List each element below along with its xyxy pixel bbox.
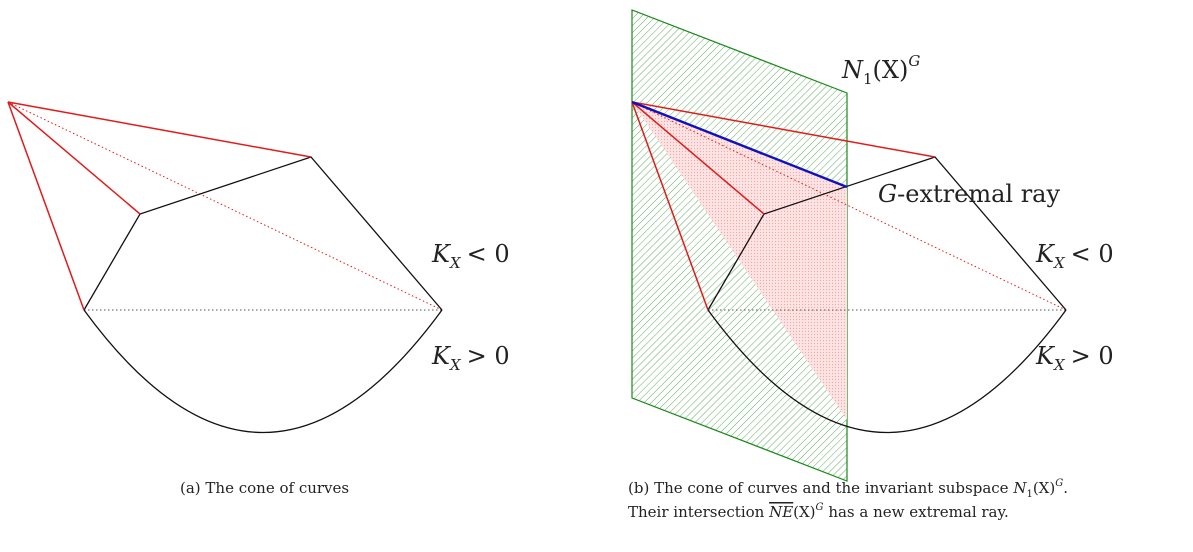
- panel-b-caption-line1: (b) The cone of curves and the invariant…: [628, 478, 1068, 500]
- intersection-region: [632, 102, 847, 420]
- cone-b-red-ray-1: [631, 101, 709, 311]
- panel-a-pos-label: KX> 0: [431, 342, 510, 374]
- g-extremal-ray: [631, 100, 848, 189]
- panel-a-caption: (a) The cone of curves: [180, 479, 349, 497]
- cone-b-black-edges: [707, 156, 1067, 311]
- panel-a-neg-label: KX< 0: [431, 240, 510, 272]
- cone-a-red-ray-3: [7, 101, 312, 158]
- panel-b: N1(X)G G-extremal ray KX< 0 KX> 0 (b) Th…: [628, 9, 1114, 521]
- cone-a-red-dotted: [7, 101, 443, 311]
- cone-b-red-ray-3: [631, 101, 936, 158]
- cone-b-red-dotted: [631, 101, 1067, 311]
- panel-b-pos-label: KX> 0: [1035, 342, 1114, 374]
- cone-a-red-ray-2: [7, 101, 141, 215]
- panel-b-neg-label: KX< 0: [1035, 240, 1114, 272]
- panel-a: KX< 0 KX> 0 (a) The cone of curves: [7, 101, 510, 497]
- extremal-ray-label: G-extremal ray: [878, 180, 1060, 208]
- cone-b-arc: [707, 309, 1067, 433]
- cone-a-black-edges: [83, 156, 443, 311]
- cone-b-red-ray-2: [631, 101, 765, 215]
- panel-b-caption-line2: Their intersection NE(X)G has a new extr…: [628, 502, 1009, 521]
- cone-a-arc: [83, 309, 443, 433]
- subspace-label: N1(X)G: [841, 52, 920, 88]
- cone-a-red-ray-1: [7, 101, 85, 311]
